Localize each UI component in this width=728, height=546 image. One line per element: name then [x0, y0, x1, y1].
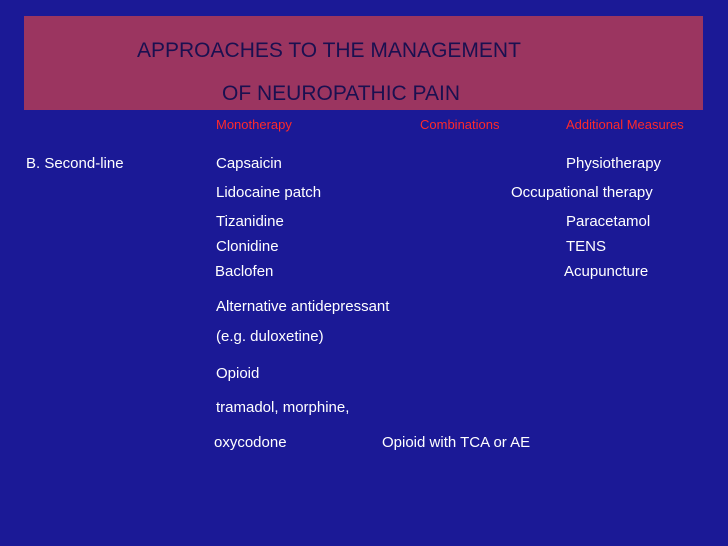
header-combinations: Combinations: [420, 117, 500, 132]
add-occupational-therapy: Occupational therapy: [511, 184, 653, 201]
add-acupuncture: Acupuncture: [564, 263, 649, 280]
add-paracetamol: Paracetamol: [566, 213, 651, 230]
slide-title-line-1: APPROACHES TO THE MANAGEMENT: [137, 39, 521, 62]
mono-opioid: Opioid: [216, 365, 260, 382]
mono-duloxetine-example: (e.g. duloxetine): [216, 328, 324, 345]
mono-baclofen: Baclofen: [215, 263, 274, 280]
mono-opioid-examples: tramadol, morphine,: [216, 399, 350, 416]
add-physiotherapy: Physiotherapy: [566, 155, 662, 172]
title-band: [24, 16, 703, 110]
add-tens: TENS: [566, 238, 607, 255]
mono-lidocaine-patch: Lidocaine patch: [216, 184, 322, 201]
mono-tizanidine: Tizanidine: [216, 213, 284, 230]
combo-opioid-with-tca-or-ae: Opioid with TCA or AE: [382, 434, 531, 451]
header-monotherapy: Monotherapy: [216, 117, 292, 132]
mono-oxycodone: oxycodone: [214, 434, 287, 451]
row-label-second-line: B. Second-line: [26, 155, 124, 172]
mono-alternative-antidepressant: Alternative antidepressant: [216, 298, 390, 315]
slide-title-line-2: OF NEUROPATHIC PAIN: [222, 82, 461, 105]
mono-capsaicin: Capsaicin: [216, 155, 282, 172]
header-additional-measures: Additional Measures: [566, 117, 684, 132]
mono-clonidine: Clonidine: [216, 238, 279, 255]
